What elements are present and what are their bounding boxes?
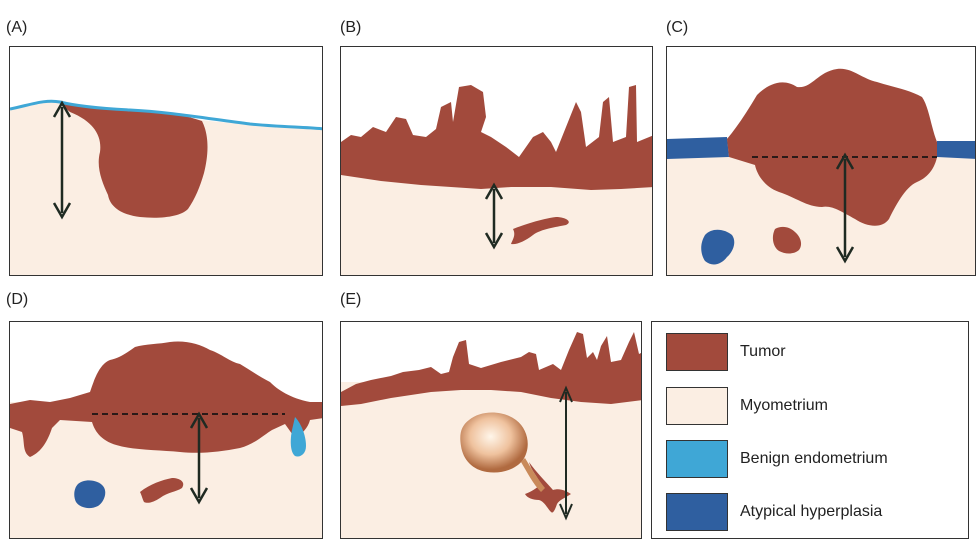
legend-label: Atypical hyperplasia <box>740 503 882 521</box>
legend-swatch-atypical-hyperplasia <box>666 493 728 531</box>
tumor-mass <box>58 102 208 218</box>
legend-label: Benign endometrium <box>740 450 888 468</box>
legend-swatch-myometrium <box>666 387 728 425</box>
depth-arrow <box>486 185 502 247</box>
legend-swatch-benign-endometrium <box>666 440 728 478</box>
tumor-cluster <box>140 478 183 503</box>
atypical-hyperplasia-right <box>937 141 976 159</box>
panel-a-diagram <box>10 47 323 276</box>
panel-label-b: (B) <box>340 19 361 37</box>
panel-d <box>9 321 323 539</box>
depth-arrow <box>54 103 70 217</box>
panel-label-e: (E) <box>340 291 361 309</box>
tumor-cluster <box>511 217 569 244</box>
legend-label: Tumor <box>740 343 786 361</box>
atypical-hyperplasia-left <box>667 137 729 159</box>
panel-d-diagram <box>10 322 323 539</box>
panel-label-c: (C) <box>666 19 688 37</box>
glandular-cyst <box>460 413 527 473</box>
panel-c <box>666 46 976 276</box>
legend-item-myometrium: Myometrium <box>666 386 828 426</box>
legend: Tumor Myometrium Benign endometrium Atyp… <box>651 321 969 539</box>
glandular-duct <box>521 458 545 492</box>
legend-item-tumor: Tumor <box>666 332 786 372</box>
tumor-cluster <box>773 227 801 254</box>
legend-label: Myometrium <box>740 397 828 415</box>
panel-b <box>340 46 653 276</box>
panel-b-diagram <box>341 47 653 276</box>
legend-swatch-tumor <box>666 333 728 371</box>
panel-label-a: (A) <box>6 19 27 37</box>
atypical-hyperplasia-focus <box>701 230 734 265</box>
legend-item-atypical-hyperplasia: Atypical hyperplasia <box>666 492 882 532</box>
panel-a <box>9 46 323 276</box>
panel-c-diagram <box>667 47 976 276</box>
panel-e <box>340 321 642 539</box>
panel-e-diagram <box>341 322 642 539</box>
legend-item-benign-endometrium: Benign endometrium <box>666 439 888 479</box>
panel-label-d: (D) <box>6 291 28 309</box>
atypical-hyperplasia-focus <box>74 480 105 508</box>
